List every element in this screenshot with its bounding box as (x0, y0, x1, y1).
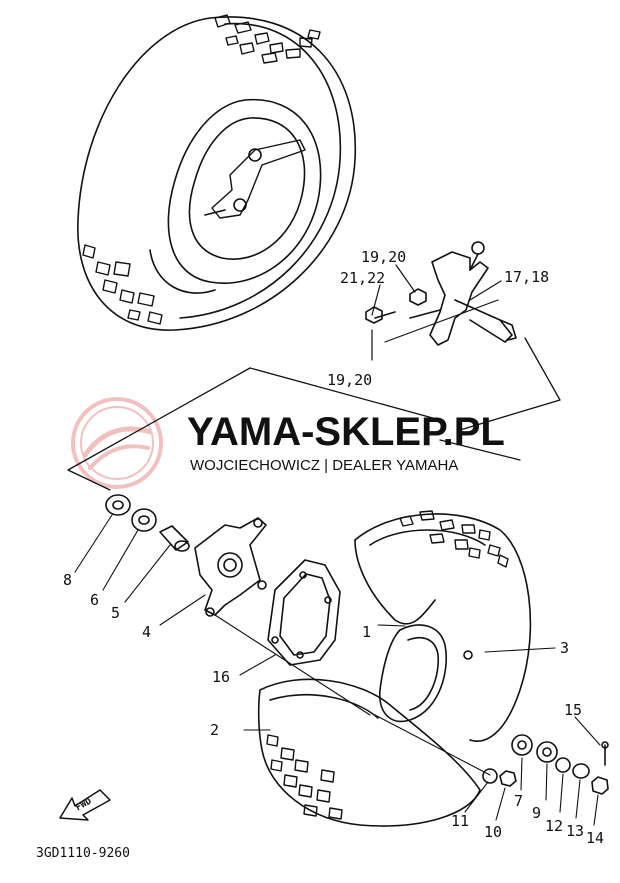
hub-parts (105, 494, 341, 666)
callout-13: 13 (566, 822, 584, 840)
callout-12: 12 (545, 817, 563, 835)
callout-14: 14 (586, 829, 604, 847)
assembly-outline (67, 337, 561, 491)
axle-hardware (482, 734, 609, 795)
callout-2: 2 (210, 721, 219, 739)
callout-16: 16 (212, 668, 230, 686)
callout-labels: 8 6 5 4 16 1 3 2 15 11 10 7 9 12 13 14 1… (63, 248, 604, 847)
callout-leaders (74, 514, 601, 826)
watermark-title: YAMA-SKLEP.PL (187, 410, 505, 454)
callout-5: 5 (111, 604, 120, 622)
watermark-subtitle: WOJCIECHOWICZ | DEALER YAMAHA (190, 457, 458, 474)
callout-17-18: 17,18 (504, 268, 549, 286)
callout-8: 8 (63, 571, 72, 589)
callout-19-20-top: 19,20 (361, 248, 406, 266)
knuckle-leader-lines (371, 264, 502, 361)
exploded-wheel (257, 510, 532, 827)
callout-21-22: 21,22 (340, 269, 385, 287)
callout-10: 10 (484, 823, 502, 841)
forward-arrow-icon: FWD (59, 789, 111, 821)
callout-1: 1 (362, 623, 371, 641)
callout-15: 15 (564, 701, 582, 719)
callout-3: 3 (560, 639, 569, 657)
callout-11: 11 (451, 812, 469, 830)
callout-19-20-bottom: 19,20 (327, 371, 372, 389)
callout-6: 6 (90, 591, 99, 609)
upper-wheel-assembly (77, 14, 357, 331)
drawing-code: 3GD1110-9260 (36, 846, 130, 861)
callout-7: 7 (514, 792, 523, 810)
watermark-logo-icon (71, 397, 163, 489)
callout-9: 9 (532, 804, 541, 822)
callout-4: 4 (142, 623, 151, 641)
watermark: YAMA-SKLEP.PL WOJCIECHOWICZ | DEALER YAM… (71, 397, 505, 489)
